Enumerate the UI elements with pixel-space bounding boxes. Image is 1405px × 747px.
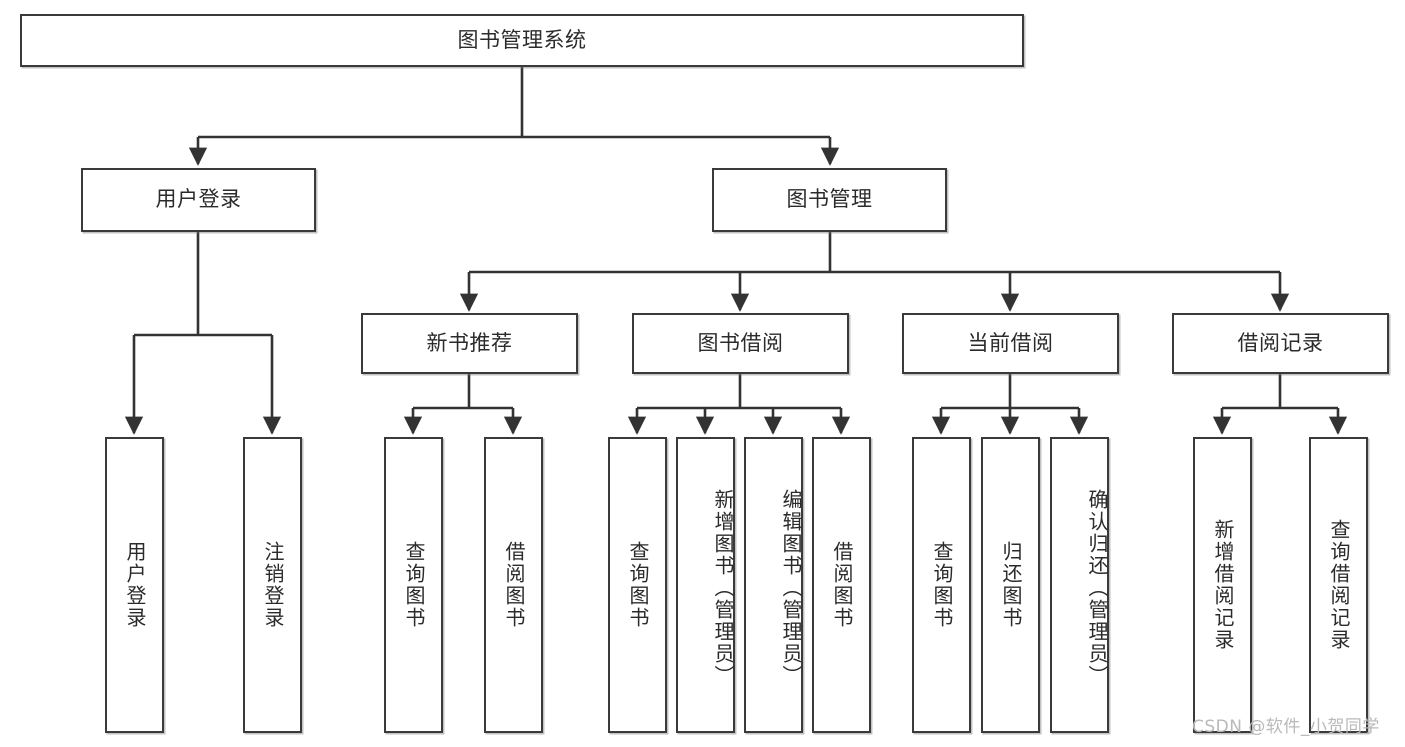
node-root[interactable]: 图书管理系统 [20, 14, 1024, 67]
leaf-borrow-lend-label: 借阅图书 [830, 541, 854, 629]
node-new-book-rec[interactable]: 新书推荐 [361, 313, 578, 374]
node-book-borrow[interactable]: 图书借阅 [632, 313, 849, 374]
leaf-cur-query[interactable]: 查询图书 [912, 437, 971, 733]
node-borrow-record[interactable]: 借阅记录 [1172, 313, 1389, 374]
leaf-rec-borrow[interactable]: 借阅图书 [484, 437, 543, 733]
leaf-borrow-lend[interactable]: 借阅图书 [812, 437, 871, 733]
leaf-borrow-query-label: 查询图书 [626, 541, 650, 629]
leaf-cur-return-label: 归还图书 [999, 541, 1023, 629]
node-current-borrow[interactable]: 当前借阅 [902, 313, 1119, 374]
leaf-user-login-label: 用户登录 [123, 541, 147, 629]
node-user-login[interactable]: 用户登录 [81, 168, 316, 232]
leaf-rec-search[interactable]: 查询借阅记录 [1309, 437, 1368, 733]
leaf-rec-add[interactable]: 新增借阅记录 [1193, 437, 1252, 733]
leaf-rec-add-label: 新增借阅记录 [1211, 519, 1235, 651]
node-book-manage[interactable]: 图书管理 [712, 168, 947, 232]
leaf-cur-confirm[interactable]: 确认归还（管理员） [1050, 437, 1109, 733]
leaf-borrow-add[interactable]: 新增图书（管理员） [676, 437, 735, 733]
node-root-label: 图书管理系统 [457, 27, 587, 52]
leaf-cur-confirm-label: 确认归还（管理员） [1085, 489, 1109, 687]
csdn-watermark: CSDN @软件_小贺同学 [1192, 717, 1380, 737]
leaf-user-logout-label: 注销登录 [261, 541, 285, 629]
node-new-book-rec-label: 新书推荐 [426, 330, 513, 355]
leaf-cur-return[interactable]: 归还图书 [981, 437, 1040, 733]
leaf-rec-query-label: 查询图书 [402, 541, 426, 629]
node-book-borrow-label: 图书借阅 [697, 330, 784, 355]
leaf-rec-search-label: 查询借阅记录 [1327, 519, 1351, 651]
leaf-borrow-add-label: 新增图书（管理员） [711, 489, 735, 687]
node-user-login-label: 用户登录 [155, 187, 242, 212]
leaf-user-login[interactable]: 用户登录 [105, 437, 164, 733]
node-current-borrow-label: 当前借阅 [967, 330, 1054, 355]
leaf-borrow-edit[interactable]: 编辑图书（管理员） [744, 437, 803, 733]
leaf-borrow-query[interactable]: 查询图书 [608, 437, 667, 733]
node-borrow-record-label: 借阅记录 [1237, 330, 1324, 355]
node-book-manage-label: 图书管理 [786, 187, 873, 212]
leaf-rec-query[interactable]: 查询图书 [384, 437, 443, 733]
leaf-user-logout[interactable]: 注销登录 [243, 437, 302, 733]
leaf-cur-query-label: 查询图书 [930, 541, 954, 629]
leaf-borrow-edit-label: 编辑图书（管理员） [779, 489, 803, 687]
leaf-rec-borrow-label: 借阅图书 [502, 541, 526, 629]
